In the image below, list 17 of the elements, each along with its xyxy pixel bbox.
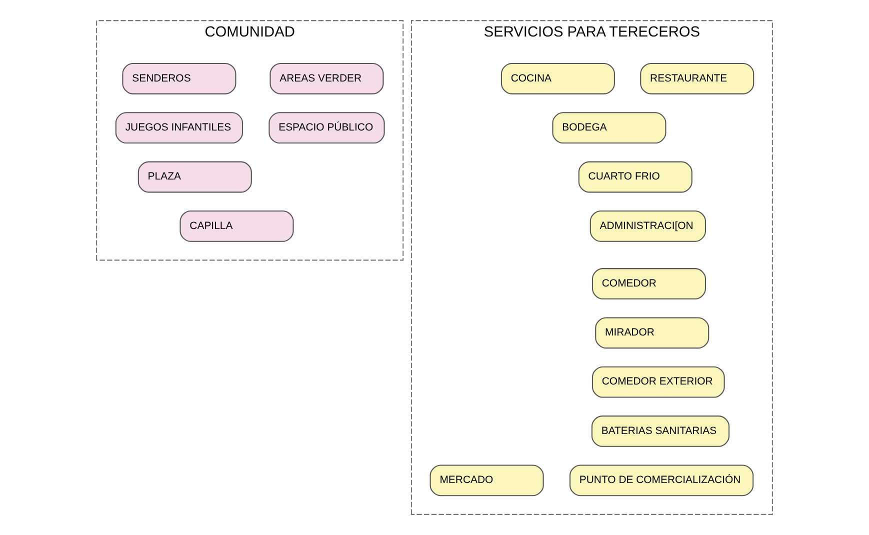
node-box: CAPILLA	[180, 210, 294, 242]
node-box: ADMINISTRACI[ON	[590, 210, 706, 242]
node-box: COCINA	[500, 62, 615, 94]
node-box: SENDEROS	[122, 62, 236, 94]
node-box: BODEGA	[552, 112, 666, 144]
node-box: AREAS VERDER	[270, 62, 384, 94]
node-box: MERCADO	[430, 464, 544, 496]
node-box: PUNTO DE COMERCIALIZACIÓN	[569, 464, 754, 496]
node-box: BATERIAS SANITARIAS	[591, 416, 730, 447]
node-box: COMEDOR	[592, 268, 706, 300]
node-box: PLAZA	[138, 161, 252, 193]
node-box: JUEGOS INFANTILES	[115, 112, 244, 144]
node-box: MIRADOR	[595, 317, 710, 349]
node-box: CUARTO FRIO	[578, 161, 692, 193]
node-box: RESTAURANTE	[640, 62, 754, 94]
node-box: ESPACIO PÚBLICO	[268, 112, 385, 144]
node-box: COMEDOR EXTERIOR	[592, 366, 725, 398]
